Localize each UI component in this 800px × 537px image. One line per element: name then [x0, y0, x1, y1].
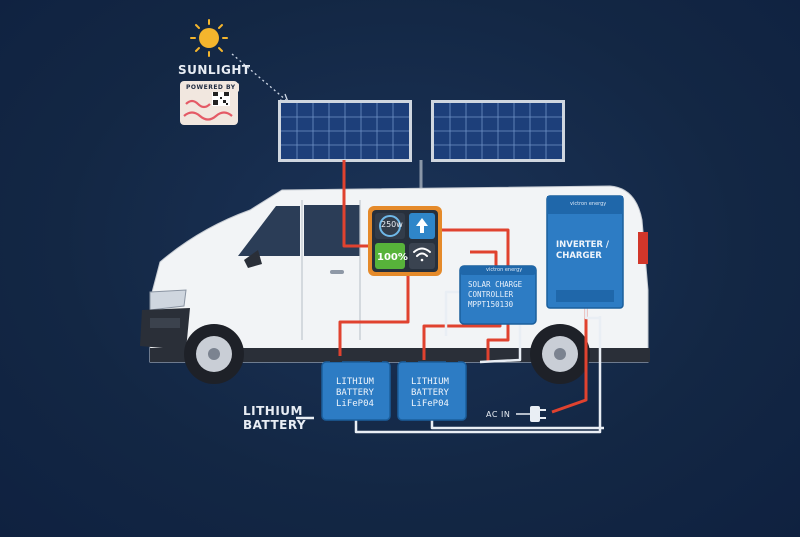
arrow-up-icon [416, 218, 428, 233]
solar-panels [278, 100, 565, 188]
solar-panel-right [431, 100, 565, 162]
lithium-battery-label: LITHIUM BATTERY [243, 404, 307, 432]
solar-charge-controller [459, 265, 537, 325]
white-cables [296, 290, 604, 434]
scc-label: SOLAR CHARGE CONTROLLER MPPT150130 [468, 280, 523, 309]
wifi-icon [413, 247, 431, 262]
power-readout: 250w [381, 220, 403, 229]
rear-wheel [530, 324, 590, 384]
front-wheel [184, 324, 244, 384]
charge-level: 100% [377, 252, 408, 263]
sunlight-arrow [231, 53, 290, 103]
inverter-label: INVERTER / CHARGER [556, 240, 610, 261]
inverter-brand: victron energy [570, 201, 607, 207]
sunlight-label: SUNLIGHT [178, 63, 251, 77]
powered-by-label: POWERED BY [183, 83, 239, 92]
sun-icon [190, 19, 228, 57]
scc-brand: victron energy [486, 267, 523, 273]
solar-panel-left [278, 100, 412, 162]
plug-icon [516, 406, 546, 422]
battery-1-label: LITHIUM BATTERY LiFeP04 [336, 377, 374, 409]
battery-1 [321, 356, 391, 421]
battery-2 [397, 356, 467, 421]
logo-sticker [180, 81, 238, 125]
qr-code-icon [212, 90, 230, 106]
smart-display [368, 206, 442, 276]
battery-2-label: LITHIUM BATTERY LiFeP04 [411, 377, 449, 409]
inverter-charger [546, 195, 624, 309]
ac-in-label: AC IN [486, 410, 511, 419]
